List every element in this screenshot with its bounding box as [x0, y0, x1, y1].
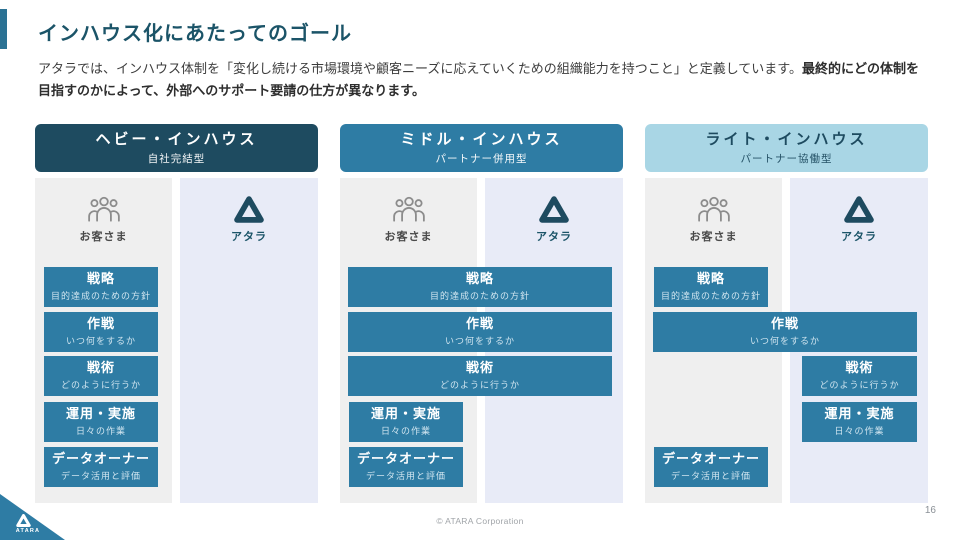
column-subtitle: 自社完結型	[147, 152, 206, 165]
stack-box-middle-sakusen: 作戦いつ何をするか	[348, 312, 612, 352]
box-title: 運用・実施	[824, 406, 895, 422]
footer-copyright: © ATARA Corporation	[436, 516, 524, 526]
box-title: 運用・実施	[65, 406, 136, 422]
box-subtitle: データ活用と評価	[365, 470, 446, 481]
column-title: ミドル・インハウス	[400, 130, 563, 148]
atara-label: アタラ	[231, 231, 267, 243]
title-accent-bar	[0, 9, 7, 49]
box-subtitle: いつ何をするか	[65, 335, 136, 346]
box-title: 戦術	[845, 360, 874, 376]
box-title: 戦略	[696, 271, 725, 287]
box-title: 戦術	[86, 360, 115, 376]
column-heavy-inhouse: ヘビー・インハウス 自社完結型 お客さま アタラ 戦略	[35, 124, 318, 503]
atara-logo-icon	[844, 193, 874, 223]
box-subtitle: 日々の作業	[75, 425, 126, 436]
box-subtitle: 目的達成のための方針	[50, 290, 151, 301]
atara-panel: アタラ	[180, 178, 318, 503]
column-light-inhouse: ライト・インハウス パートナー協働型 お客さま アタラ 戦略目的達成	[645, 124, 928, 503]
intro-text-bold: 最終的にどの体制を目指すのかによって、外部へのサポート要請の仕方が異なります。	[38, 61, 920, 98]
box-title: データオーナー	[51, 451, 150, 467]
corner-atara-logo-icon	[16, 514, 31, 532]
stack-box-middle-data-owner: データオーナーデータ活用と評価	[349, 447, 463, 487]
customers-icon	[87, 193, 121, 223]
box-subtitle: 日々の作業	[834, 425, 885, 436]
stack-box-light-unyo: 運用・実施日々の作業	[802, 402, 917, 442]
corner-logo-text: ATARA	[15, 528, 41, 534]
column-header-heavy: ヘビー・インハウス 自社完結型	[35, 124, 318, 172]
column-subtitle: パートナー併用型	[435, 152, 528, 165]
stack-box-middle-unyo: 運用・実施日々の作業	[349, 402, 463, 442]
column-subtitle: パートナー協働型	[740, 152, 833, 165]
customer-label: お客さま	[79, 231, 128, 243]
atara-label: アタラ	[841, 231, 877, 243]
column-header-light: ライト・インハウス パートナー協働型	[645, 124, 928, 172]
box-subtitle: どのように行うか	[819, 379, 900, 390]
box-subtitle: いつ何をするか	[444, 335, 515, 346]
box-title: 戦術	[465, 360, 494, 376]
stack-box-heavy-senryaku: 戦略目的達成のための方針	[44, 267, 158, 307]
atara-logo-icon	[234, 193, 264, 223]
stack-box-heavy-senjutsu: 戦術どのように行うか	[44, 356, 158, 396]
atara-logo-icon	[539, 193, 569, 223]
atara-label: アタラ	[536, 231, 572, 243]
stack-box-middle-senjutsu: 戦術どのように行うか	[348, 356, 612, 396]
box-title: データオーナー	[356, 451, 455, 467]
stack-box-light-senryaku: 戦略目的達成のための方針	[654, 267, 768, 307]
stack-box-heavy-sakusen: 作戦いつ何をするか	[44, 312, 158, 352]
box-subtitle: どのように行うか	[439, 379, 520, 390]
box-subtitle: どのように行うか	[60, 379, 141, 390]
box-subtitle: データ活用と評価	[670, 470, 751, 481]
column-middle-inhouse: ミドル・インハウス パートナー併用型 お客さま アタラ 戦略目的達成	[340, 124, 623, 503]
intro-text-normal: アタラでは、インハウス体制を「変化し続ける市場環境や顧客ニーズに応えていくための…	[38, 61, 803, 76]
box-subtitle: 目的達成のための方針	[660, 290, 761, 301]
box-title: 戦略	[465, 271, 494, 287]
box-subtitle: 日々の作業	[380, 425, 431, 436]
box-subtitle: データ活用と評価	[60, 470, 141, 481]
box-title: 運用・実施	[370, 406, 441, 422]
box-title: 戦略	[86, 271, 115, 287]
box-subtitle: 目的達成のための方針	[429, 290, 530, 301]
stack-box-light-sakusen: 作戦いつ何をするか	[653, 312, 917, 352]
customers-icon	[697, 193, 731, 223]
customers-icon	[392, 193, 426, 223]
column-title: ライト・インハウス	[705, 130, 868, 148]
customer-label: お客さま	[689, 231, 738, 243]
box-subtitle: いつ何をするか	[749, 335, 820, 346]
column-title: ヘビー・インハウス	[95, 130, 258, 148]
stack-box-light-senjutsu: 戦術どのように行うか	[802, 356, 917, 396]
stack-box-heavy-unyo: 運用・実施日々の作業	[44, 402, 158, 442]
stack-box-heavy-data-owner: データオーナーデータ活用と評価	[44, 447, 158, 487]
box-title: 作戦	[770, 316, 799, 332]
box-title: 作戦	[465, 316, 494, 332]
page-number: 16	[924, 505, 936, 516]
stack-box-middle-senryaku: 戦略目的達成のための方針	[348, 267, 612, 307]
column-header-middle: ミドル・インハウス パートナー併用型	[340, 124, 623, 172]
stack-box-light-data-owner: データオーナーデータ活用と評価	[654, 447, 768, 487]
box-title: データオーナー	[661, 451, 760, 467]
page-title: インハウス化にあたってのゴール	[38, 23, 352, 45]
customer-label: お客さま	[384, 231, 433, 243]
intro-text: アタラでは、インハウス体制を「変化し続ける市場環境や顧客ニーズに応えていくための…	[38, 58, 930, 102]
box-title: 作戦	[86, 316, 115, 332]
